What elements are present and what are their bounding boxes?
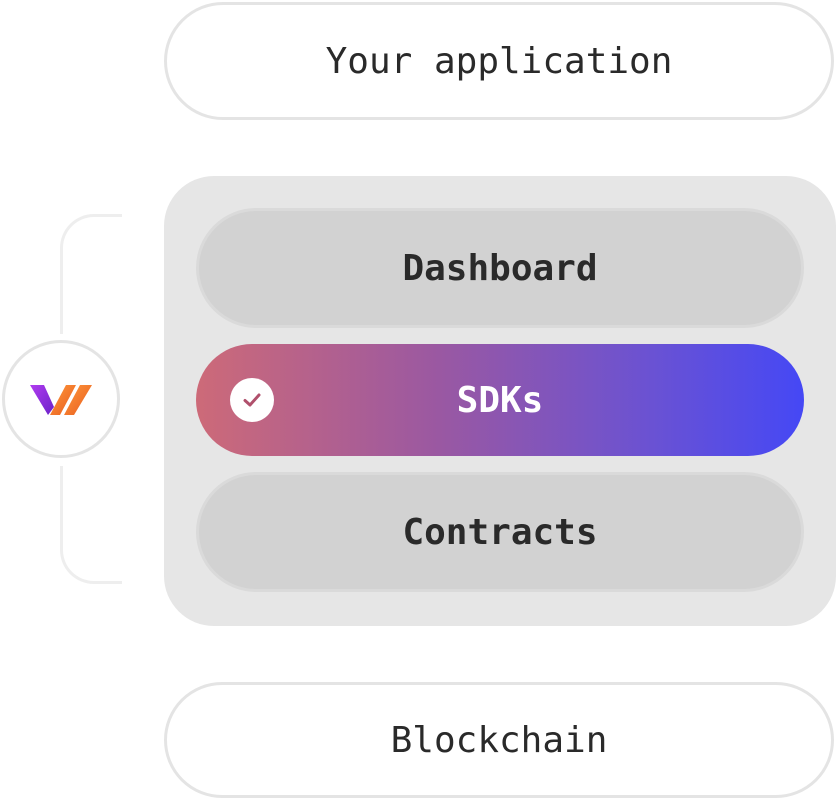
blockchain-box: Blockchain <box>164 682 834 798</box>
logo-badge <box>2 340 120 458</box>
layer-sdks-label: SDKs <box>456 379 544 421</box>
your-application-box: Your application <box>164 2 834 120</box>
your-application-label: Your application <box>325 40 673 82</box>
layer-dashboard-label: Dashboard <box>402 247 598 289</box>
check-badge <box>230 378 274 422</box>
check-icon <box>243 393 261 407</box>
blockchain-label: Blockchain <box>390 719 608 761</box>
bracket-bottom-line <box>60 466 122 584</box>
brand-logo-icon <box>30 385 92 415</box>
layer-contracts-label: Contracts <box>402 511 598 553</box>
layer-contracts: Contracts <box>196 472 804 592</box>
layer-sdks: SDKs <box>196 344 804 456</box>
layer-dashboard: Dashboard <box>196 208 804 328</box>
bracket-top-line <box>60 214 122 334</box>
